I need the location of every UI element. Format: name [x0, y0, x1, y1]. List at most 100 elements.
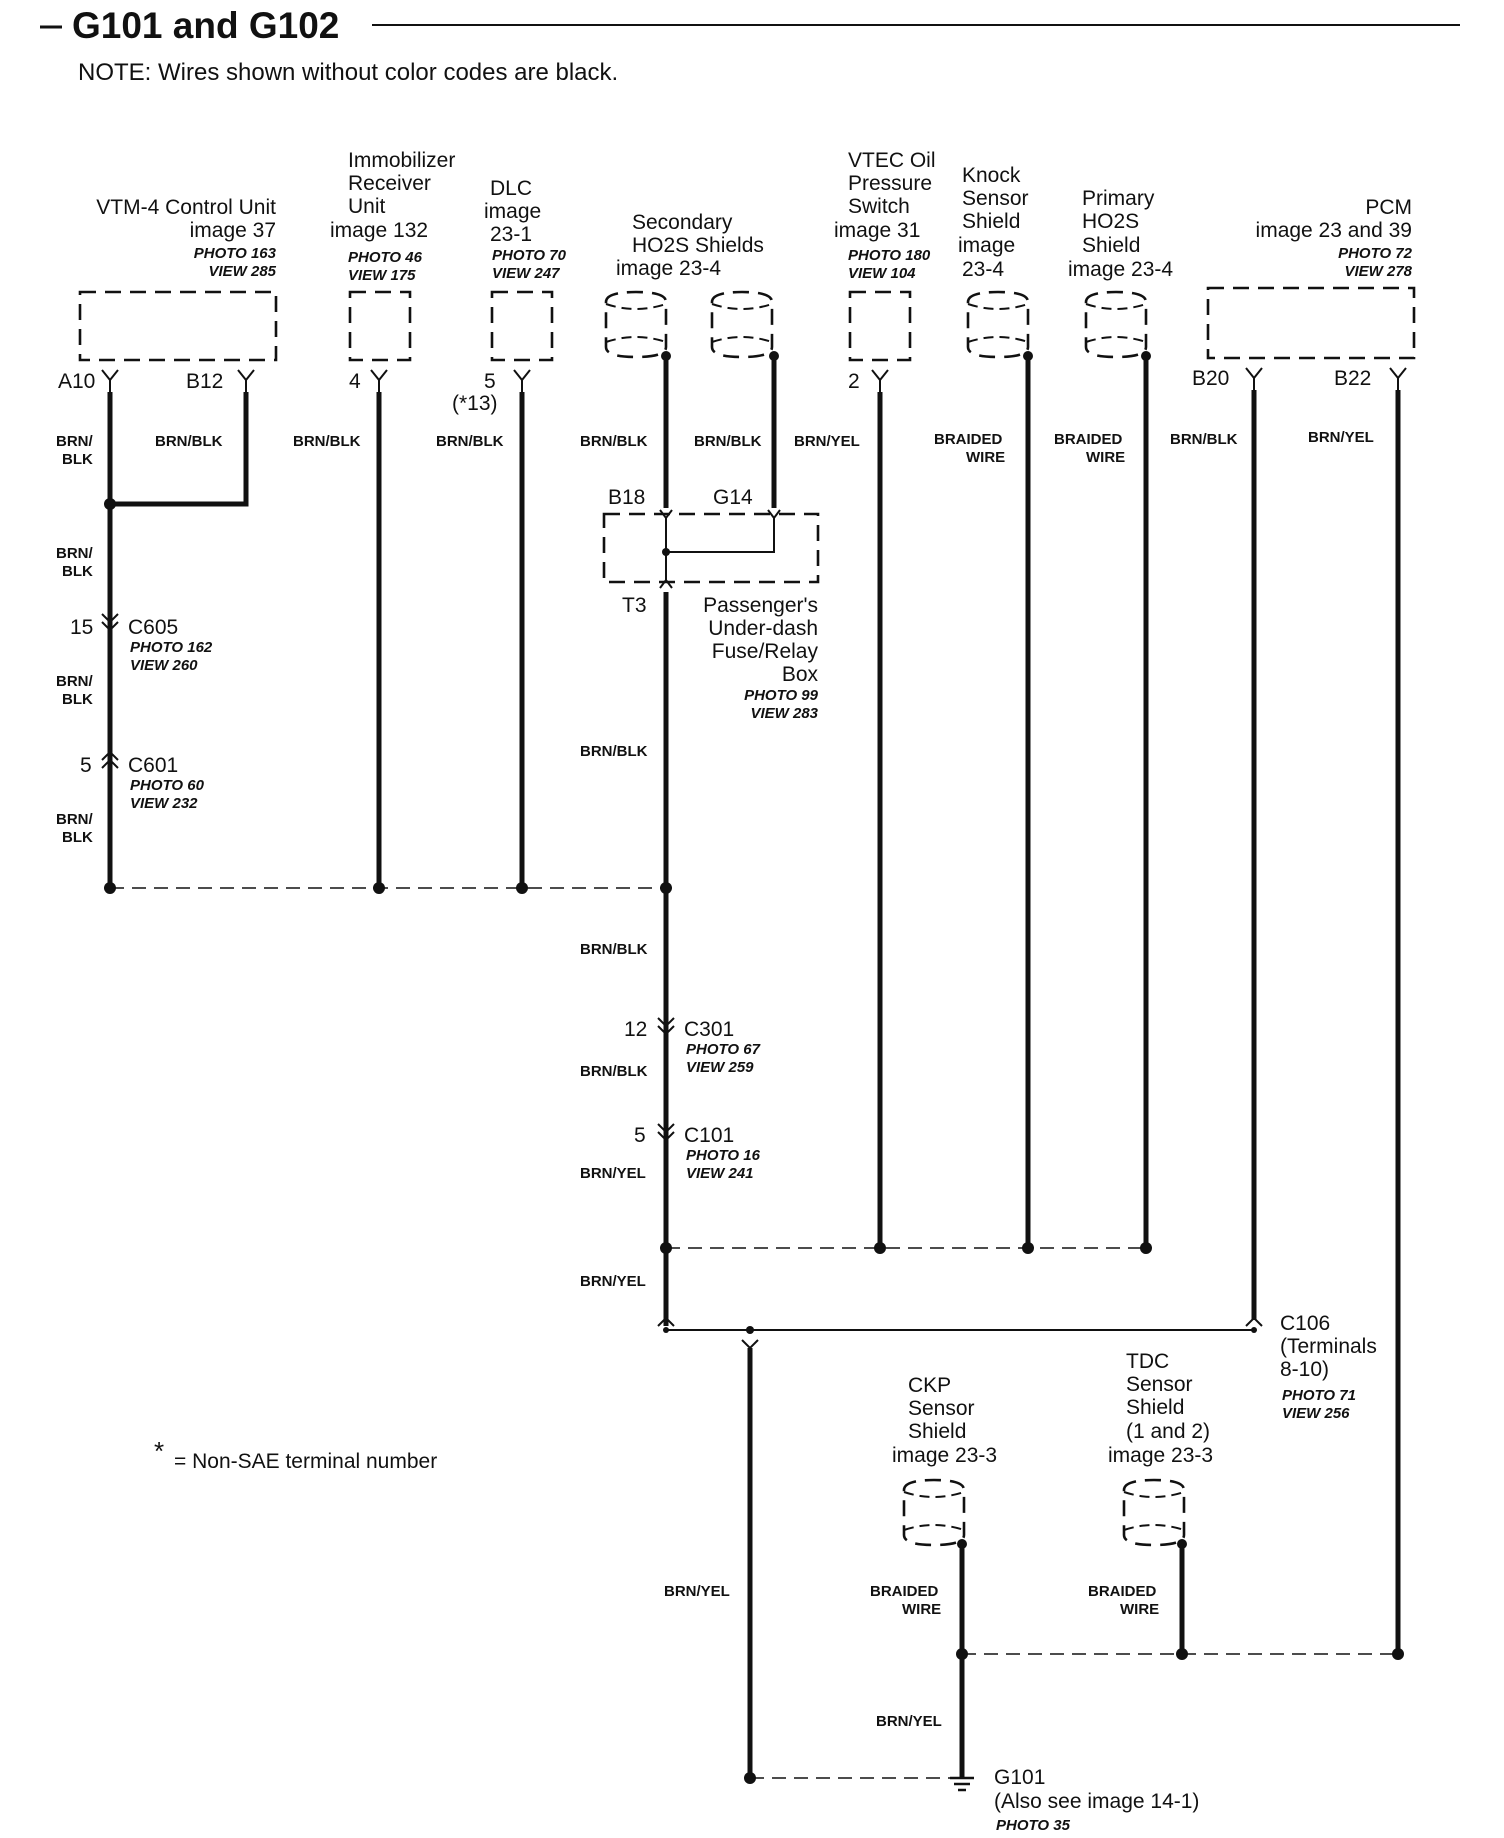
- secondary-ho2s-label-1: Secondary: [632, 211, 733, 234]
- primary-ho2s-label-2: HO2S: [1082, 210, 1139, 233]
- primary-ho2s-label-3: Shield: [1082, 234, 1140, 257]
- c101-view: VIEW 241: [686, 1165, 754, 1182]
- immobilizer-box: [348, 290, 412, 362]
- vtec-label-3: Switch: [848, 195, 910, 218]
- wire-labels-lower: BRN/YEL BRN/YEL: [664, 1583, 942, 1730]
- wire-label: BRAIDED: [870, 1583, 939, 1600]
- pcm-box: [1206, 286, 1416, 360]
- ground-icon: [950, 1776, 974, 1792]
- wire-label: BRN/: [56, 811, 93, 828]
- dlc: DLC image 23-1 PHOTO 70 VIEW 247 5 (*13): [452, 177, 567, 415]
- fuse-box-photo: PHOTO 99: [744, 687, 819, 704]
- passenger-fuse-relay-box: B18 G14 T3 Passenger's Under-dash Fuse/R…: [602, 486, 820, 722]
- wire-label: BLK: [62, 451, 93, 468]
- wire-label: BRAIDED: [1054, 431, 1123, 448]
- knock-label-1: Knock: [962, 164, 1021, 187]
- connector-c106: C106 (Terminals 8-10) PHOTO 71 VIEW 256: [657, 1312, 1377, 1778]
- c101-photo: PHOTO 16: [686, 1147, 761, 1164]
- fuse-box-label-3: Fuse/Relay: [712, 640, 819, 663]
- vtm4-pin-b12: B12: [186, 370, 223, 393]
- footnote-text: = Non-SAE terminal number: [174, 1450, 437, 1473]
- vtm4-label: VTM-4 Control Unit: [96, 196, 276, 219]
- c106-label-1: C106: [1280, 1312, 1330, 1335]
- dlc-label: DLC: [490, 177, 532, 200]
- wire-label: BLK: [62, 691, 93, 708]
- wire-label: BRAIDED: [1088, 1583, 1157, 1600]
- shield-icon: [1122, 1478, 1186, 1547]
- knock-label-2: Sensor: [962, 187, 1029, 210]
- ckp-label-3: Shield: [908, 1420, 966, 1443]
- ckp-label-1: CKP: [908, 1374, 951, 1397]
- fuse-box-pin-t3: T3: [622, 594, 647, 617]
- pcm-pin-b20: B20: [1192, 367, 1229, 390]
- page-title: G101 and G102: [72, 5, 339, 46]
- immobilizer-view: VIEW 175: [348, 267, 416, 284]
- c106-label-2: (Terminals: [1280, 1335, 1377, 1358]
- wire-label: BRN/BLK: [580, 433, 648, 450]
- shield-icon: [902, 1478, 966, 1547]
- c301-name: C301: [684, 1018, 734, 1041]
- c106-view: VIEW 256: [1282, 1405, 1350, 1422]
- wire-label: BRN/YEL: [794, 433, 860, 450]
- c301-view: VIEW 259: [686, 1059, 754, 1076]
- vtm4-photo: PHOTO 163: [194, 245, 277, 262]
- wire-label: BRN/BLK: [155, 433, 223, 450]
- g101-see-also: (Also see image 14-1): [994, 1790, 1199, 1813]
- ground-g101: G101 (Also see image 14-1) PHOTO 35: [744, 1766, 1199, 1834]
- vtm4-pin-a10: A10: [58, 370, 95, 393]
- immobilizer-photo: PHOTO 46: [348, 249, 423, 266]
- wire-label: BRN/: [56, 545, 93, 562]
- color-code-note: NOTE: Wires shown without color codes ar…: [78, 59, 618, 86]
- wire-label: WIRE: [902, 1601, 941, 1618]
- immobilizer-label-1: Immobilizer: [348, 149, 455, 172]
- dlc-pin-alt: (*13): [452, 392, 498, 415]
- shield-icon: [710, 290, 774, 359]
- dlc-image: image: [484, 200, 541, 223]
- tdc-sensor-shield: TDC Sensor Shield (1 and 2) image 23-3 B…: [1088, 1350, 1213, 1654]
- c601-view: VIEW 232: [130, 795, 198, 812]
- wire-label: BRN/: [56, 433, 93, 450]
- shield-icon: [966, 290, 1030, 359]
- tdc-image: image 23-3: [1108, 1444, 1213, 1467]
- secondary-ho2s-image: image 23-4: [616, 257, 721, 280]
- immobilizer-receiver-unit: Immobilizer Receiver Unit image 132 PHOT…: [330, 149, 455, 393]
- dlc-photo: PHOTO 70: [492, 247, 567, 264]
- primary-ho2s-image: image 23-4: [1068, 258, 1173, 281]
- footnote-symbol: *: [154, 1436, 164, 1466]
- tdc-label-4: (1 and 2): [1126, 1420, 1210, 1443]
- pcm-label: PCM: [1365, 196, 1412, 219]
- c301-pin: 12: [624, 1018, 647, 1041]
- wire-label: WIRE: [1086, 449, 1125, 466]
- g101-label: G101: [994, 1766, 1045, 1789]
- upper-wires: [107, 352, 1401, 1654]
- immobilizer-label-3: Unit: [348, 195, 386, 218]
- c101-name: C101: [684, 1124, 734, 1147]
- wire-labels-upper: BRN/ BLK BRN/BLK BRN/BLK BRN/BLK BRN/BLK…: [56, 429, 1374, 468]
- wire-label: BRN/BLK: [580, 743, 648, 760]
- fuse-box-label-2: Under-dash: [708, 617, 818, 640]
- c301-photo: PHOTO 67: [686, 1041, 761, 1058]
- vtec-view: VIEW 104: [848, 265, 916, 282]
- c605-photo: PHOTO 162: [130, 639, 213, 656]
- immobilizer-pin: 4: [349, 370, 361, 393]
- splice-row-1: [104, 882, 672, 894]
- wire-label: BRN/BLK: [580, 941, 648, 958]
- ckp-label-2: Sensor: [908, 1397, 975, 1420]
- knock-sensor-shield: Knock Sensor Shield image 23-4: [958, 164, 1030, 359]
- wire-label: BRAIDED: [934, 431, 1003, 448]
- dlc-box: [490, 290, 554, 362]
- splice-row-2: [660, 1242, 1152, 1254]
- ckp-image: image 23-3: [892, 1444, 997, 1467]
- primary-ho2s-label-1: Primary: [1082, 187, 1155, 210]
- wire-label: BRN/YEL: [580, 1165, 646, 1182]
- wire-label: BRN/YEL: [664, 1583, 730, 1600]
- fuse-box-view: VIEW 283: [750, 705, 818, 722]
- fuse-box-pin-g14: G14: [713, 486, 753, 509]
- wire-label: BRN/BLK: [694, 433, 762, 450]
- immobilizer-image: image 132: [330, 219, 428, 242]
- fuse-box-label-4: Box: [782, 663, 819, 686]
- pcm-pin-b22: B22: [1334, 367, 1371, 390]
- connector-c301: 12 C301 PHOTO 67 VIEW 259: [624, 1017, 761, 1076]
- tdc-label-1: TDC: [1126, 1350, 1169, 1373]
